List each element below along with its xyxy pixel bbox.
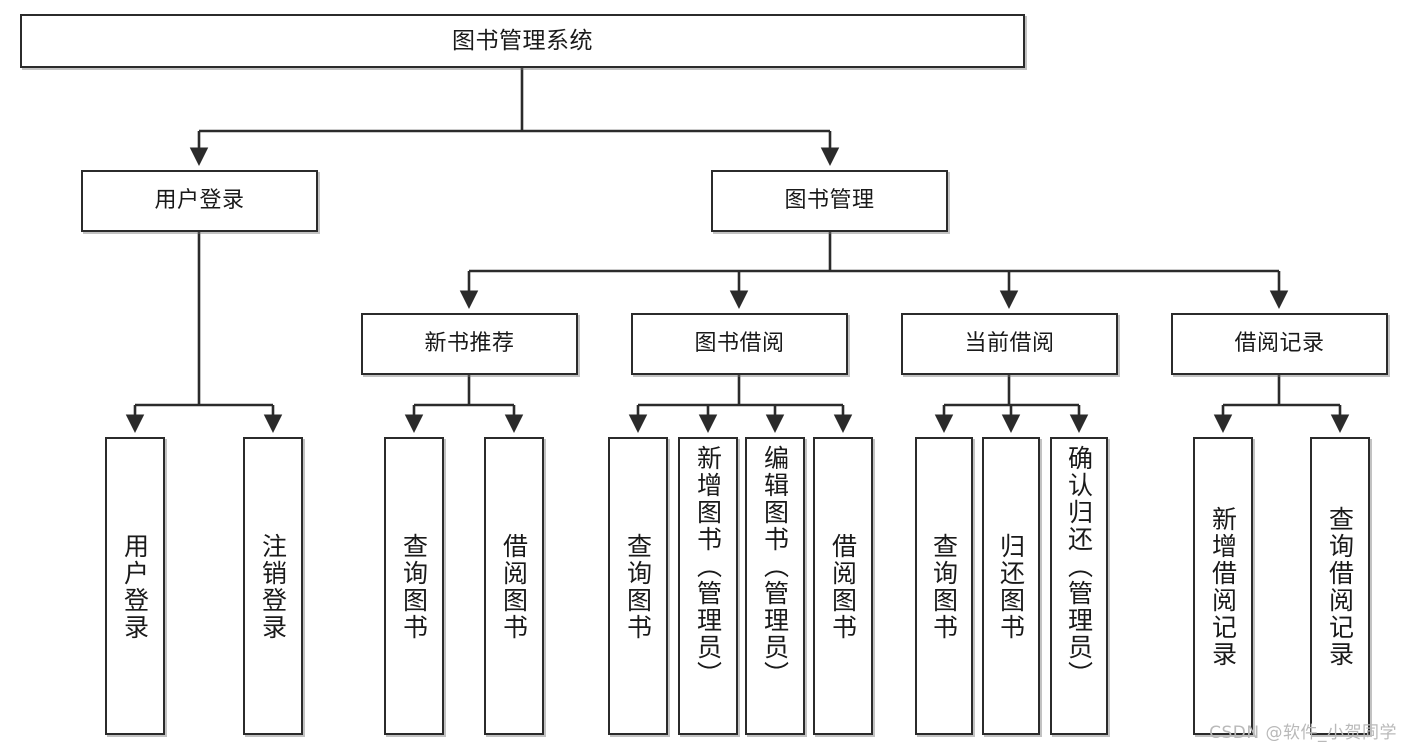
- node-label: 用户登录: [120, 533, 150, 641]
- node-label: 图书借阅: [694, 331, 785, 357]
- leaf-user-login-logout[interactable]: 注销登录: [243, 437, 303, 735]
- node-label: 图书管理系统: [452, 27, 593, 54]
- node-user-login[interactable]: 用户登录: [81, 170, 318, 232]
- node-new-book-recommend[interactable]: 新书推荐: [361, 313, 578, 375]
- node-label: 编辑图书（管理员）: [760, 445, 790, 688]
- node-root-system[interactable]: 图书管理系统: [20, 14, 1025, 68]
- node-label: 注销登录: [258, 533, 288, 641]
- csdn-watermark: CSDN @软件_小贺同学: [1209, 723, 1397, 743]
- node-borrow-record[interactable]: 借阅记录: [1171, 313, 1388, 375]
- leaf-book-borrow-query[interactable]: 查询图书: [608, 437, 668, 735]
- node-current-borrow[interactable]: 当前借阅: [901, 313, 1118, 375]
- node-book-management[interactable]: 图书管理: [711, 170, 948, 232]
- leaf-book-borrow-borrow[interactable]: 借阅图书: [813, 437, 873, 735]
- leaf-borrow-record-add[interactable]: 新增借阅记录: [1193, 437, 1253, 735]
- node-label: 确认归还（管理员）: [1064, 445, 1094, 688]
- node-label: 借阅图书: [828, 533, 858, 641]
- node-label: 借阅图书: [499, 533, 529, 641]
- leaf-new-book-query[interactable]: 查询图书: [384, 437, 444, 735]
- node-label: 用户登录: [154, 188, 245, 214]
- node-label: 图书管理: [784, 188, 875, 214]
- node-label: 新增借阅记录: [1208, 506, 1238, 668]
- leaf-borrow-record-query[interactable]: 查询借阅记录: [1310, 437, 1370, 735]
- node-label: 查询借阅记录: [1325, 506, 1355, 668]
- leaf-book-borrow-edit[interactable]: 编辑图书（管理员）: [745, 437, 805, 735]
- node-book-borrow[interactable]: 图书借阅: [631, 313, 848, 375]
- leaf-book-borrow-add[interactable]: 新增图书（管理员）: [678, 437, 738, 735]
- node-label: 当前借阅: [964, 331, 1055, 357]
- node-label: 查询图书: [623, 533, 653, 641]
- node-label: 查询图书: [929, 533, 959, 641]
- node-label: 借阅记录: [1234, 331, 1325, 357]
- leaf-current-borrow-query[interactable]: 查询图书: [915, 437, 973, 735]
- leaf-current-borrow-return[interactable]: 归还图书: [982, 437, 1040, 735]
- node-label: 新增图书（管理员）: [693, 445, 723, 688]
- leaf-user-login-login[interactable]: 用户登录: [105, 437, 165, 735]
- node-label: 归还图书: [996, 533, 1026, 641]
- node-label: 新书推荐: [424, 331, 515, 357]
- leaf-current-borrow-confirm[interactable]: 确认归还（管理员）: [1050, 437, 1108, 735]
- node-label: 查询图书: [399, 533, 429, 641]
- leaf-new-book-borrow[interactable]: 借阅图书: [484, 437, 544, 735]
